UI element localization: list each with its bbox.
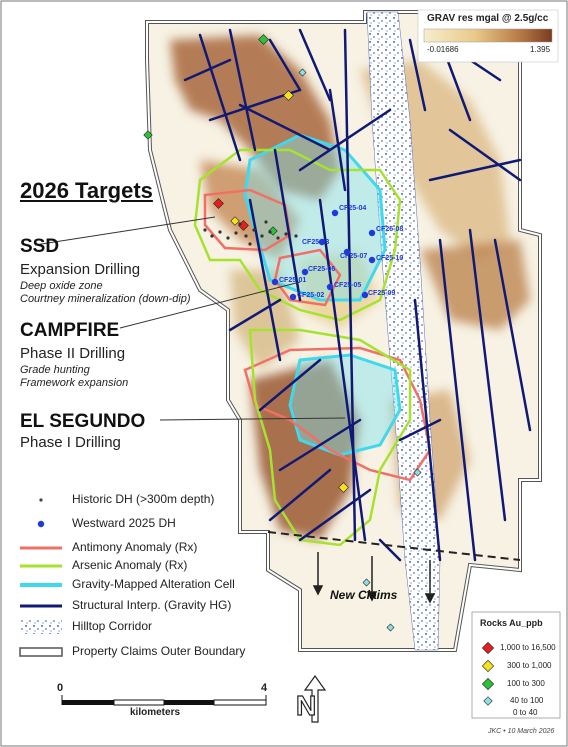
antimony-anomaly-1 — [203, 188, 292, 252]
legend-westward-label: Westward 2025 DH — [72, 516, 176, 530]
campfire-leader — [119, 281, 301, 329]
legend-boundary-label: Property Claims Outer Boundary — [72, 644, 246, 658]
target-campfire-note-2: Framework expansion — [20, 377, 129, 389]
gravity-scale-max: 1.395 — [530, 45, 551, 54]
rocks-class-label: 40 to 100 — [510, 696, 544, 705]
scale-bar-start: 0 — [57, 682, 64, 694]
target-ssd-note-1: Deep oxide zone — [20, 280, 103, 292]
hilltop-corridor — [366, 11, 441, 651]
scale-bar-unit: kilometers — [130, 707, 181, 718]
dh-label: CF25-10 — [376, 255, 404, 262]
legend-arsenic-label: Arsenic Anomaly (Rx) — [72, 558, 188, 572]
legend-westward-dot-icon — [37, 520, 45, 528]
dh-label: CF25-01 — [279, 277, 307, 284]
scale-bar-end: 4 — [261, 682, 268, 694]
dh-label: CF25-05 — [334, 282, 362, 289]
arsenic-anomaly-1 — [193, 148, 402, 322]
arsenic-anomaly-2 — [248, 328, 412, 547]
target-ssd-subtitle: Expansion Drilling — [20, 261, 141, 278]
north-arrow-label: N — [295, 689, 317, 721]
rocks-yellow-diamond-icon — [481, 659, 495, 673]
legend-historic-label: Historic DH (>300m depth) — [72, 492, 215, 506]
dh-label: CF25-07 — [340, 253, 368, 260]
gravity-scale-title: GRAV res mgal @ 2.5g/cc — [427, 13, 549, 24]
alteration-cell-el-segundo — [288, 353, 402, 457]
structural-lines — [183, 28, 532, 562]
ssd-leader — [34, 216, 216, 246]
targets-heading: 2026 Targets — [20, 178, 153, 203]
antimony-anomaly-3 — [243, 346, 432, 482]
dh-label: CF25-09 — [368, 290, 396, 297]
target-el-segundo-subtitle: Phase I Drilling — [20, 434, 121, 451]
rocks-legend-title: Rocks Au_ppb — [480, 618, 543, 628]
target-el-segundo-name: EL SEGUNDO — [20, 411, 146, 432]
legend-boundary-icon — [19, 647, 63, 657]
new-claims-label: New Claims — [330, 588, 398, 602]
target-campfire-subtitle: Phase II Drilling — [20, 345, 126, 362]
rocks-class-label: 1,000 to 16,500 — [500, 643, 556, 652]
credit: JKC • 10 March 2026 — [488, 728, 555, 735]
legend-alteration-label: Gravity-Mapped Alteration Cell — [72, 577, 235, 591]
dh-label: CF25-06 — [308, 266, 336, 273]
north-arrow-icon — [303, 674, 327, 723]
target-ssd-name: SSD — [20, 236, 60, 257]
legend-antimony-label: Antimony Anomaly (Rx) — [72, 540, 198, 554]
new-claims-arrows — [312, 552, 436, 604]
target-campfire-name: CAMPFIRE — [20, 320, 120, 341]
legend-historic-dot-icon — [39, 498, 43, 502]
scale-bar — [61, 695, 267, 706]
gravity-scale-min: -0.01686 — [427, 45, 459, 54]
rocks-class-label: 100 to 300 — [507, 679, 545, 688]
dh-label: CF25-08 — [376, 226, 404, 233]
westward-drillholes — [271, 209, 376, 301]
rocks-green-diamond-icon — [481, 677, 495, 691]
legend-structural-label: Structural Interp. (Gravity HG) — [72, 598, 232, 612]
el-segundo-leader — [159, 417, 346, 421]
legend-hatch-icon — [20, 620, 62, 634]
gravity-color-ramp — [423, 28, 553, 43]
rocks-red-diamond-icon — [481, 641, 495, 655]
new-claims-line — [267, 531, 521, 561]
dh-label: CF25-04 — [339, 205, 367, 212]
historic-drillholes — [203, 220, 298, 246]
legend-hilltop-label: Hilltop Corridor — [72, 619, 153, 633]
dh-label: CF25-02 — [297, 292, 325, 299]
dh-label: CF25-03 — [302, 239, 330, 246]
target-ssd-note-2: Courtney mineralization (down-dip) — [20, 293, 191, 305]
rocks-class-label: 300 to 1,000 — [507, 661, 552, 670]
rocks-class-label: 0 to 40 — [513, 708, 538, 717]
target-campfire-note-1: Grade hunting — [20, 364, 90, 376]
rocks-cyan-diamond-icon — [483, 696, 493, 706]
